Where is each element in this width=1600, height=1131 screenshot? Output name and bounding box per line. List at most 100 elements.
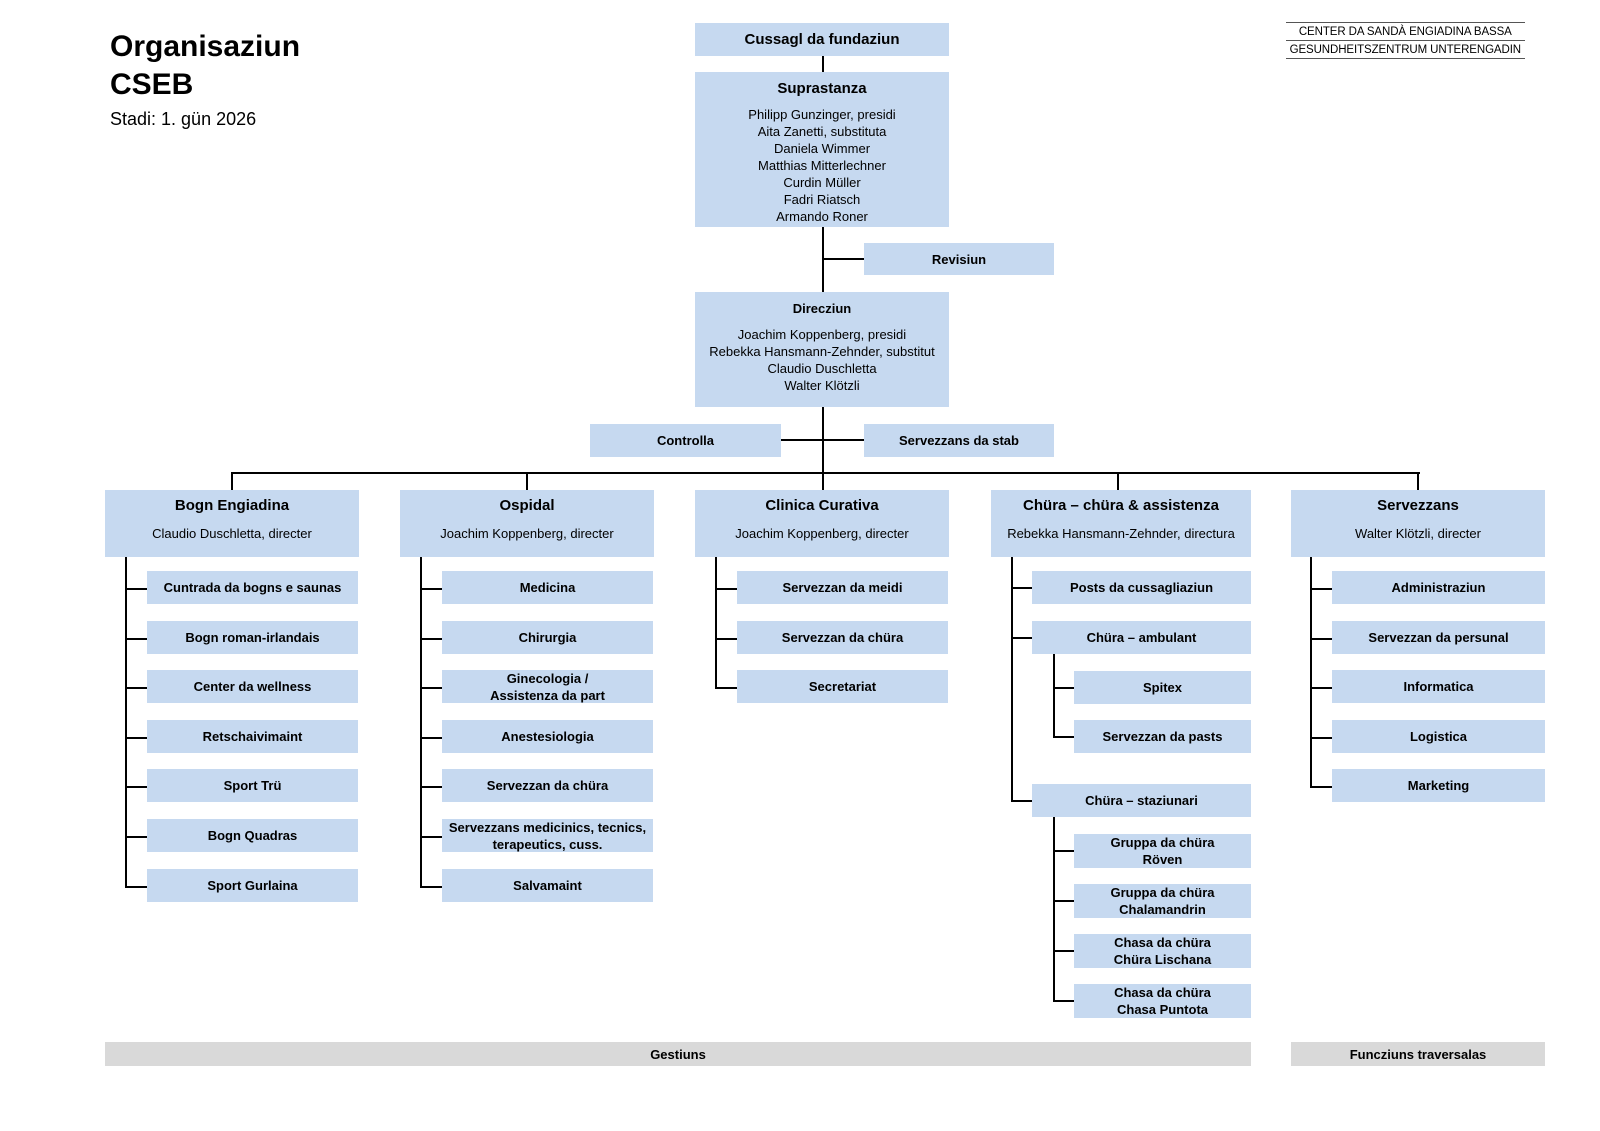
unit-label: Secretariat: [808, 679, 877, 694]
brand-line-2: GESUNDHEITSZENTRUM UNTERENGADIN: [1285, 41, 1525, 59]
unit-label: Servezzan da chüra: [781, 630, 904, 645]
connector-line: [125, 836, 147, 838]
connector-line: [420, 557, 422, 888]
board-member: Aita Zanetti, substituta: [757, 124, 887, 139]
title-line-2: CSEB: [110, 68, 194, 101]
unit-label: Chasa da chüra: [1114, 935, 1211, 950]
brand-logo: CENTER DA SANDÀ ENGIADINA BASSA GESUNDHE…: [1285, 22, 1525, 59]
unit-label: Chüra – ambulant: [1086, 630, 1197, 645]
connector-line: [1053, 736, 1074, 738]
connector-line: [420, 836, 442, 838]
unit-label: Assistenza da part: [490, 687, 605, 703]
division-lead: Claudio Duschletta, directer: [152, 526, 312, 541]
connector-line: [1310, 638, 1332, 640]
division-lead: Joachim Koppenberg, directer: [440, 526, 614, 541]
staff-services-label: Servezzans da stab: [899, 433, 1019, 448]
connector-line: [1053, 900, 1074, 902]
division-title: Bogn Engiadina: [174, 497, 290, 514]
unit-label: Marketing: [1407, 778, 1470, 793]
board-member: Curdin Müller: [783, 175, 861, 190]
unit-label: Servezzan da persunal: [1368, 630, 1509, 645]
unit-box: Servezzan da persunal: [1332, 621, 1545, 654]
unit-label: Bogn roman-irlandais: [185, 630, 320, 645]
unit-box: Secretariat: [737, 670, 948, 703]
cross-functions-label: Funcziuns traversalas: [1349, 1046, 1487, 1062]
division-title: Chüra – chüra & assistenza: [1023, 497, 1219, 514]
connector-line: [1417, 472, 1419, 490]
unit-box: Chirurgia: [442, 621, 653, 654]
unit-box: Marketing: [1332, 769, 1545, 802]
unit-box: Sport Trü: [147, 769, 358, 802]
unit-label: Administraziun: [1391, 580, 1486, 595]
unit-label: Informatica: [1403, 679, 1474, 694]
unit-label: Servezzan da chüra: [486, 778, 609, 793]
connector-line: [1053, 1000, 1074, 1002]
unit-label: Gruppa da chüra: [1110, 835, 1215, 850]
connector-line: [1011, 557, 1013, 802]
unit-label: Chüra – staziunari: [1085, 793, 1198, 808]
unit-label: Ginecologia /: [506, 670, 589, 686]
connector-line: [1053, 850, 1074, 852]
unit-box: Sport Gurlaina: [147, 869, 358, 902]
connector-line: [1053, 950, 1074, 952]
cross-functions-bar: Funcziuns traversalas: [1291, 1042, 1545, 1066]
board-member: Fadri Riatsch: [783, 192, 861, 207]
division-title: Ospidal: [499, 497, 555, 514]
management-member: Joachim Koppenberg, presidi: [737, 327, 907, 342]
connector-line: [526, 472, 528, 490]
audit-label: Revisiun: [931, 251, 987, 267]
connector-line: [420, 886, 442, 888]
connector-line: [1053, 817, 1055, 1002]
unit-box: Servezzan da chüra: [442, 769, 653, 802]
unit-label: Servezzan da meidi: [782, 580, 903, 595]
unit-label: Röven: [1142, 852, 1183, 867]
board-member: Matthias Mitterlechner: [758, 158, 886, 173]
connector-line: [125, 886, 147, 888]
unit-label: Bogn Quadras: [207, 828, 298, 843]
connector-line: [1310, 557, 1312, 788]
connector-line: [231, 472, 1420, 474]
connector-line: [1011, 800, 1032, 802]
unit-label: Retschaivimaint: [202, 729, 303, 744]
connector-line: [1117, 472, 1119, 490]
unit-label: Center da wellness: [193, 679, 312, 694]
unit-box: Servezzan da chüra: [737, 621, 948, 654]
board-member: Philipp Gunzinger, presidi: [748, 107, 896, 122]
unit-label: Gruppa da chüra: [1110, 885, 1215, 900]
unit-label: Cuntrada da bogns e saunas: [163, 580, 342, 595]
connector-line: [1310, 737, 1332, 739]
unit-box: Center da wellness: [147, 670, 358, 703]
board-title: Suprastanza: [777, 80, 867, 97]
unit-label: terapeutics, cuss.: [492, 836, 603, 852]
connector-line: [1053, 654, 1055, 738]
connector-line: [1310, 687, 1332, 689]
unit-box: Salvamaint: [442, 869, 653, 902]
division-header-ospidal: Ospidal Joachim Koppenberg, directer: [400, 490, 654, 557]
management-title: Direcziun: [792, 301, 852, 316]
connector-line: [822, 472, 824, 490]
connector-line: [125, 557, 127, 888]
connector-line: [420, 737, 442, 739]
division-header-chura: Chüra – chüra & assistenza Rebekka Hansm…: [991, 490, 1251, 557]
unit-box: Posts da cussagliaziun: [1032, 571, 1251, 604]
management-member: Claudio Duschletta: [767, 361, 877, 376]
unit-box: Bogn roman-irlandais: [147, 621, 358, 654]
connector-line: [125, 687, 147, 689]
connector-line: [822, 55, 824, 72]
audit-box: Revisiun: [864, 243, 1054, 275]
connector-line: [715, 557, 717, 689]
unit-label: Spitex: [1142, 680, 1182, 695]
connector-line: [125, 737, 147, 739]
division-title: Clinica Curativa: [765, 497, 879, 514]
connector-line: [420, 588, 442, 590]
board-box: Suprastanza Philipp Gunzinger, presidi A…: [695, 72, 949, 227]
division-header-servezzans: Servezzans Walter Klötzli, directer: [1291, 490, 1545, 557]
page-title: Organisaziun CSEB: [110, 28, 300, 104]
management-box: Direcziun Joachim Koppenberg, presidi Re…: [695, 292, 949, 407]
board-member: Daniela Wimmer: [773, 141, 871, 156]
connector-line: [1011, 637, 1032, 639]
board-member: Armando Roner: [776, 209, 868, 224]
unit-label: Sport Trü: [223, 778, 282, 793]
